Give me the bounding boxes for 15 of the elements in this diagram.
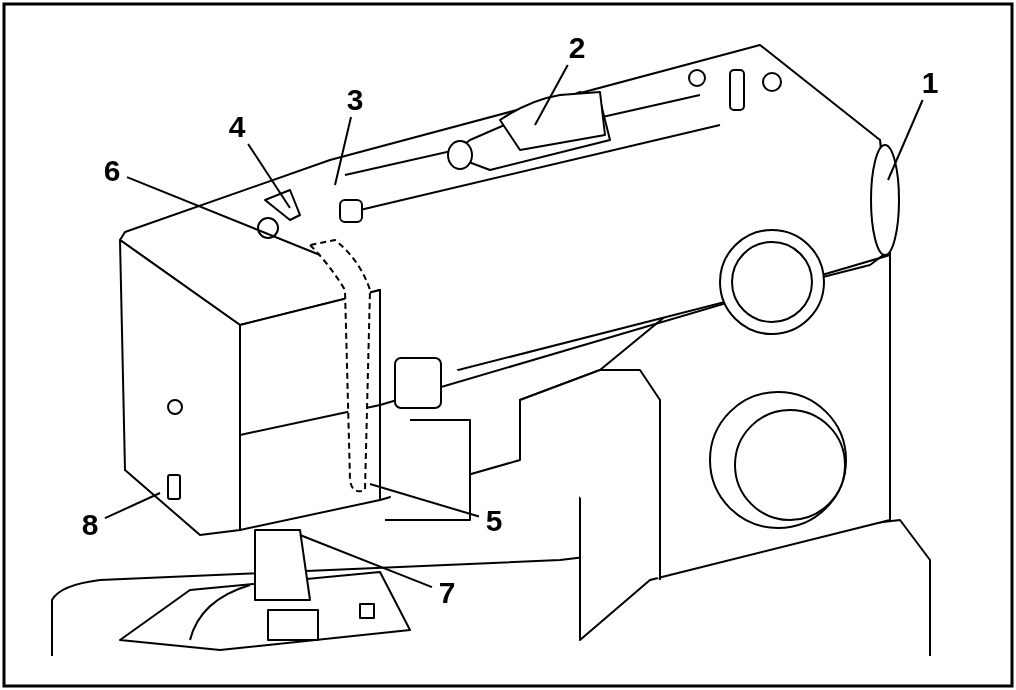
leader-line: [104, 492, 161, 520]
leader-line: [534, 64, 569, 126]
leader-line: [126, 176, 321, 256]
callout-number: 4: [224, 112, 250, 142]
callout-number: 1: [917, 68, 943, 98]
leader-line: [887, 99, 924, 181]
callout-number: 6: [99, 156, 125, 186]
callout-number: 3: [342, 85, 368, 115]
leader-line: [247, 143, 291, 209]
callout-number: 8: [77, 510, 103, 540]
leader-line: [334, 116, 352, 186]
callout-number: 5: [481, 506, 507, 536]
callout-number: 2: [564, 33, 590, 63]
leader-line: [299, 534, 433, 589]
callout-number: 7: [434, 578, 460, 608]
